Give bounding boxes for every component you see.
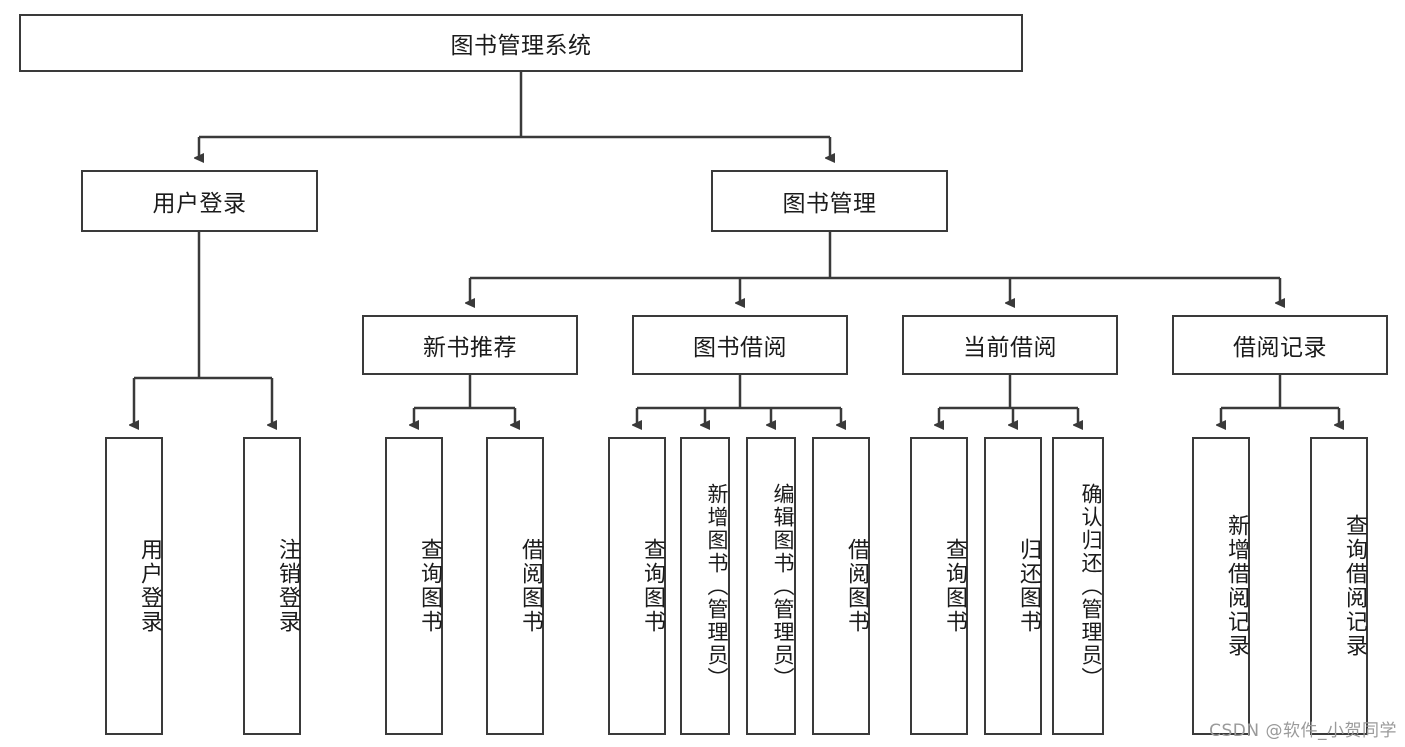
leaf-logout-label: 注销登录 [275, 538, 300, 634]
leaf-query-book-2[interactable]: 查询图书 [608, 437, 666, 735]
node-root[interactable]: 图书管理系统 [19, 14, 1023, 72]
leaf-confirm-return-label: 确认归还（管理员） [1079, 482, 1103, 690]
leaf-user-login[interactable]: 用户登录 [105, 437, 163, 735]
node-user-login[interactable]: 用户登录 [81, 170, 318, 232]
leaf-borrow-book-1[interactable]: 借阅图书 [486, 437, 544, 735]
node-book-borrow[interactable]: 图书借阅 [632, 315, 848, 375]
leaf-query-book-1-label: 查询图书 [417, 538, 442, 634]
leaf-borrow-book-2-label: 借阅图书 [844, 538, 869, 634]
leaf-query-book-1[interactable]: 查询图书 [385, 437, 443, 735]
node-current-borrow-label: 当前借阅 [963, 335, 1057, 361]
leaf-query-record-label: 查询借阅记录 [1342, 514, 1367, 658]
node-user-login-label: 用户登录 [152, 191, 247, 217]
node-new-book-rec[interactable]: 新书推荐 [362, 315, 578, 375]
node-borrow-record[interactable]: 借阅记录 [1172, 315, 1388, 375]
node-current-borrow[interactable]: 当前借阅 [902, 315, 1118, 375]
leaf-edit-book[interactable]: 编辑图书（管理员） [746, 437, 796, 735]
node-root-label: 图书管理系统 [450, 33, 592, 59]
leaf-query-book-3-label: 查询图书 [942, 538, 967, 634]
leaf-add-book-label: 新增图书（管理员） [705, 482, 729, 690]
leaf-borrow-book-1-label: 借阅图书 [518, 538, 543, 634]
leaf-add-record-label: 新增借阅记录 [1224, 514, 1249, 658]
leaf-borrow-book-2[interactable]: 借阅图书 [812, 437, 870, 735]
watermark: CSDN @软件_小贺同学 [1209, 721, 1397, 741]
leaf-edit-book-label: 编辑图书（管理员） [771, 482, 795, 690]
leaf-add-book[interactable]: 新增图书（管理员） [680, 437, 730, 735]
node-borrow-record-label: 借阅记录 [1233, 335, 1327, 361]
leaf-user-login-label: 用户登录 [137, 538, 162, 634]
leaf-query-record[interactable]: 查询借阅记录 [1310, 437, 1368, 735]
leaf-query-book-2-label: 查询图书 [640, 538, 665, 634]
node-new-book-rec-label: 新书推荐 [423, 335, 517, 361]
leaf-query-book-3[interactable]: 查询图书 [910, 437, 968, 735]
node-book-manage[interactable]: 图书管理 [711, 170, 948, 232]
leaf-return-book-label: 归还图书 [1016, 538, 1041, 634]
leaf-return-book[interactable]: 归还图书 [984, 437, 1042, 735]
leaf-add-record[interactable]: 新增借阅记录 [1192, 437, 1250, 735]
leaf-logout[interactable]: 注销登录 [243, 437, 301, 735]
leaf-confirm-return[interactable]: 确认归还（管理员） [1052, 437, 1104, 735]
node-book-borrow-label: 图书借阅 [693, 335, 787, 361]
node-book-manage-label: 图书管理 [782, 191, 877, 217]
